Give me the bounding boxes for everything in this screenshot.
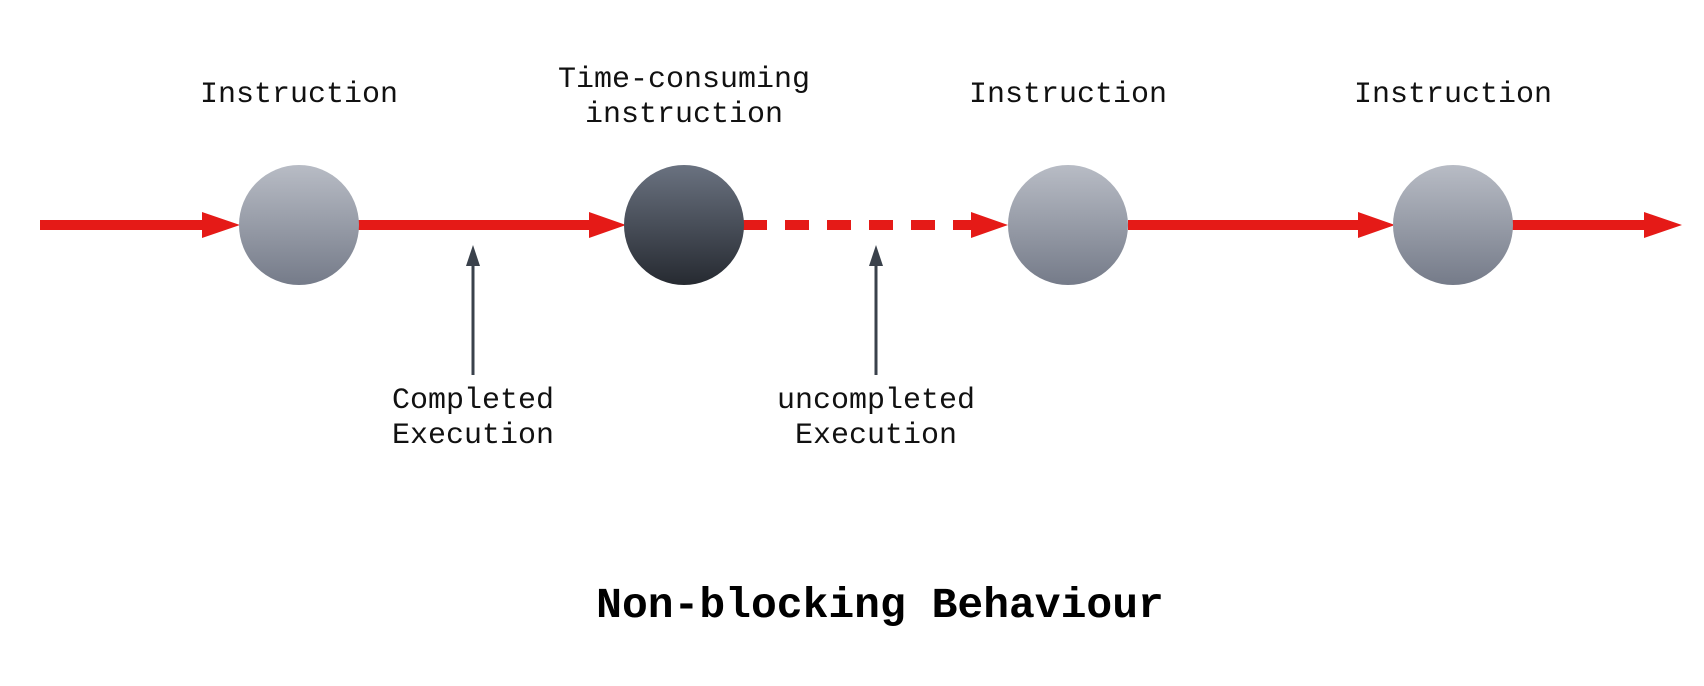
flow-arrowhead-end — [1644, 212, 1682, 238]
completed-label-line-2: Execution — [392, 419, 554, 453]
uncompleted-label-line-2: Execution — [795, 419, 957, 453]
node-label-3: Instruction — [969, 78, 1167, 112]
node-label-2-line-2: instruction — [585, 98, 783, 132]
node-label-2-line-1: Time-consuming — [558, 63, 810, 97]
instruction-node-1 — [239, 165, 359, 285]
flow-line-group — [40, 212, 1682, 238]
node-label-4: Instruction — [1354, 78, 1552, 112]
flow-arrowhead-n1 — [202, 212, 240, 238]
flow-arrowhead-n4 — [1358, 212, 1395, 238]
instruction-node-4 — [1393, 165, 1513, 285]
time-consuming-node — [624, 165, 744, 285]
annotation-pointers — [466, 245, 883, 375]
node-labels: Instruction Time-consuming instruction I… — [200, 63, 1552, 132]
instruction-node-3 — [1008, 165, 1128, 285]
uncompleted-label-line-1: uncompleted — [777, 384, 975, 418]
flow-arrowhead-n3 — [971, 212, 1008, 238]
instruction-nodes — [239, 165, 1513, 285]
node-label-1: Instruction — [200, 78, 398, 112]
flow-arrowhead-n2 — [589, 212, 626, 238]
completed-label-line-1: Completed — [392, 384, 554, 418]
annotation-labels: Completed Execution uncompleted Executio… — [392, 384, 975, 453]
completed-pointer-arrowhead — [466, 245, 480, 266]
diagram-title: Non-blocking Behaviour — [596, 581, 1164, 630]
uncompleted-pointer-arrowhead — [869, 245, 883, 266]
